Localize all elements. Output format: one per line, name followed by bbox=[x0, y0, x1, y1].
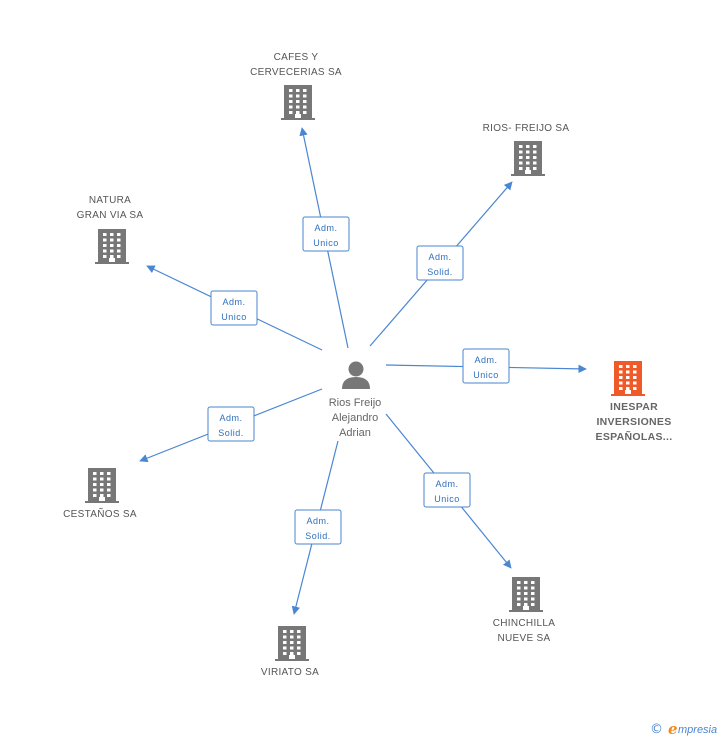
company-label: CHINCHILLA bbox=[493, 618, 555, 629]
role-box-cestanos[interactable]: Adm. Solid. bbox=[207, 406, 255, 442]
company-node-viriato[interactable]: VIRIATO SA bbox=[261, 626, 319, 678]
copyright-symbol: © bbox=[650, 722, 663, 737]
role-text: Unico bbox=[473, 370, 499, 380]
person-name-line: Adrian bbox=[339, 427, 371, 439]
role-text: Adm. bbox=[306, 516, 329, 526]
role-text: Adm. bbox=[474, 355, 497, 365]
company-label: CESTAÑOS SA bbox=[63, 507, 137, 520]
building-icon bbox=[611, 361, 645, 396]
role-text: Adm. bbox=[428, 252, 451, 262]
role-box-chinchilla[interactable]: Adm. Unico bbox=[423, 472, 471, 508]
building-icon bbox=[85, 468, 119, 503]
role-text: Solid. bbox=[427, 267, 453, 277]
company-node-chinchilla[interactable]: CHINCHILLA NUEVE SA bbox=[493, 577, 555, 644]
role-text: Adm. bbox=[435, 479, 458, 489]
company-node-inespar[interactable]: INESPAR INVERSIONES ESPAÑOLAS... bbox=[596, 361, 673, 443]
role-box-viriato[interactable]: Adm. Solid. bbox=[294, 509, 342, 545]
role-text: Solid. bbox=[218, 428, 244, 438]
role-text: Unico bbox=[221, 312, 247, 322]
company-label: GRAN VIA SA bbox=[77, 210, 144, 221]
company-node-rios-freijo[interactable]: RIOS- FREIJO SA bbox=[483, 123, 570, 176]
brand-initial: e bbox=[668, 720, 678, 738]
company-node-natura[interactable]: NATURA GRAN VIA SA bbox=[77, 195, 144, 264]
company-label: ESPAÑOLAS... bbox=[596, 430, 673, 443]
company-label: INESPAR bbox=[610, 401, 658, 413]
role-text: Adm. bbox=[222, 297, 245, 307]
role-text: Adm. bbox=[314, 223, 337, 233]
company-label: CERVECERIAS SA bbox=[250, 67, 342, 78]
building-icon bbox=[275, 626, 309, 661]
role-box-rios-freijo[interactable]: Adm. Solid. bbox=[416, 245, 464, 281]
role-text: Adm. bbox=[219, 413, 242, 423]
company-node-cestanos[interactable]: CESTAÑOS SA bbox=[63, 468, 137, 520]
building-icon bbox=[95, 229, 129, 264]
building-icon bbox=[511, 141, 545, 176]
role-box-inespar[interactable]: Adm. Unico bbox=[462, 348, 510, 384]
company-label: CAFES Y bbox=[274, 52, 319, 63]
company-label: NATURA bbox=[89, 195, 131, 206]
role-text: Solid. bbox=[305, 531, 331, 541]
company-label: INVERSIONES bbox=[596, 416, 671, 428]
company-label: NUEVE SA bbox=[498, 633, 551, 644]
role-box-natura[interactable]: Adm. Unico bbox=[210, 290, 258, 326]
nodes-layer: CAFES Y CERVECERIAS SA RIOS- FREIJO SA NATU… bbox=[63, 52, 672, 678]
role-text: Unico bbox=[313, 238, 339, 248]
brand-name: mpresia bbox=[678, 724, 717, 736]
role-text: Unico bbox=[434, 494, 460, 504]
company-label: RIOS- FREIJO SA bbox=[483, 123, 570, 134]
company-label: VIRIATO SA bbox=[261, 667, 319, 678]
person-name-line: Rios Freijo bbox=[329, 397, 382, 409]
role-box-cafes[interactable]: Adm. Unico bbox=[302, 216, 350, 252]
person-name-line: Alejandro bbox=[332, 412, 378, 424]
person-icon bbox=[342, 361, 370, 389]
footer-brand[interactable]: © e mpresia bbox=[650, 720, 717, 738]
roles-layer: Adm.UnicoAdm.Solid.Adm.UnicoAdm.UnicoAdm… bbox=[207, 216, 510, 545]
company-node-cafes[interactable]: CAFES Y CERVECERIAS SA bbox=[250, 52, 342, 120]
building-icon bbox=[281, 85, 315, 120]
building-icon bbox=[509, 577, 543, 612]
